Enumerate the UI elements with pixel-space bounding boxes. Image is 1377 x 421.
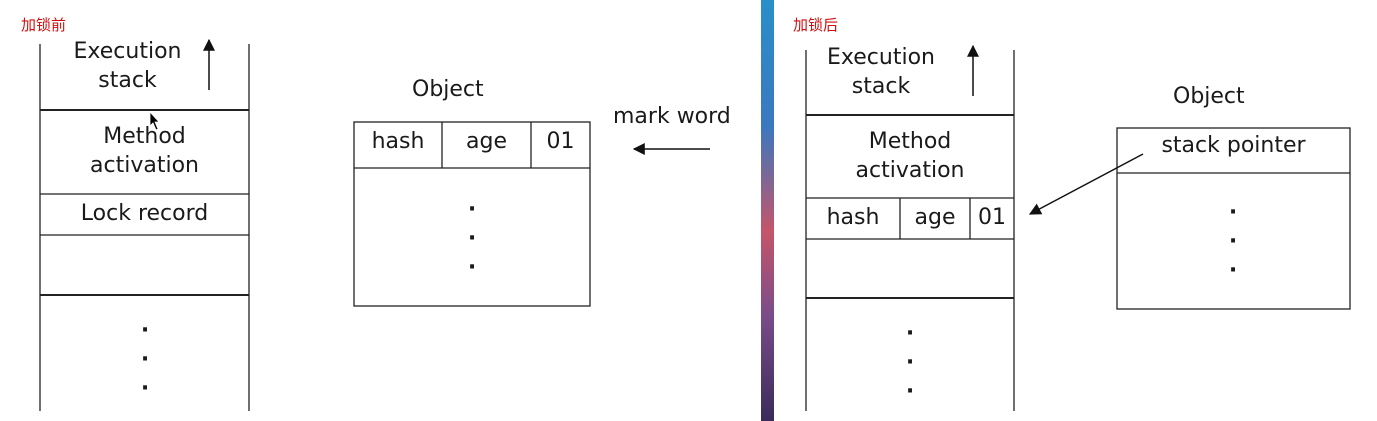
method-line-2: activation [855,157,965,183]
right-age-cell: age [914,205,956,230]
right-hash-cell: hash [826,205,880,230]
execution-line-1: Execution [73,39,182,64]
dot: · [140,318,150,343]
execution-line-2: stack [851,73,911,99]
left-stack-ellipsis: · · · [130,316,160,403]
after-lock-title: 加锁后 [793,16,839,34]
right-object-box [1116,127,1351,310]
left-method-activation-label: Method activation [40,123,249,180]
method-line-1: Method [103,124,186,149]
cursor-icon [149,110,160,131]
dot: · [905,321,915,346]
left-object-title: Object [412,77,484,102]
right-object-title: Object [1173,84,1245,109]
dot: · [140,376,150,401]
dot: · [467,226,477,251]
lock-record-label: Lock record [80,201,209,226]
right-execution-stack-label: Execution stack [806,44,956,101]
mark-word-label: mark word [613,104,731,129]
right-stack-ellipsis: · · · [895,319,925,406]
desktop-background-strip [761,0,774,421]
method-line-1: Method [868,129,952,154]
right-method-activation-label: Method activation [806,128,1014,185]
method-line-2: activation [90,152,199,178]
dot: · [905,379,915,404]
stack-pointer-arrow [1028,153,1144,215]
execution-line-2: stack [98,67,157,93]
dot: · [467,197,477,222]
dot: · [1228,258,1238,283]
dot: · [467,255,477,280]
execution-line-1: Execution [827,45,935,70]
dot: · [905,350,915,375]
left-execution-stack-label: Execution stack [40,38,215,95]
right-flag-cell: 01 [978,205,1006,230]
left-object-ellipsis: · · · [457,195,487,282]
before-lock-title: 加锁前 [21,16,67,34]
left-hash-cell: hash [371,129,425,154]
dot: · [1228,229,1238,254]
left-object-box [353,121,591,307]
left-flag-cell: 01 [546,129,575,154]
right-object-ellipsis: · · · [1218,198,1248,285]
stack-pointer-cell: stack pointer [1161,133,1306,158]
left-age-cell: age [466,129,507,154]
dot: · [140,347,150,372]
dot: · [1228,200,1238,225]
